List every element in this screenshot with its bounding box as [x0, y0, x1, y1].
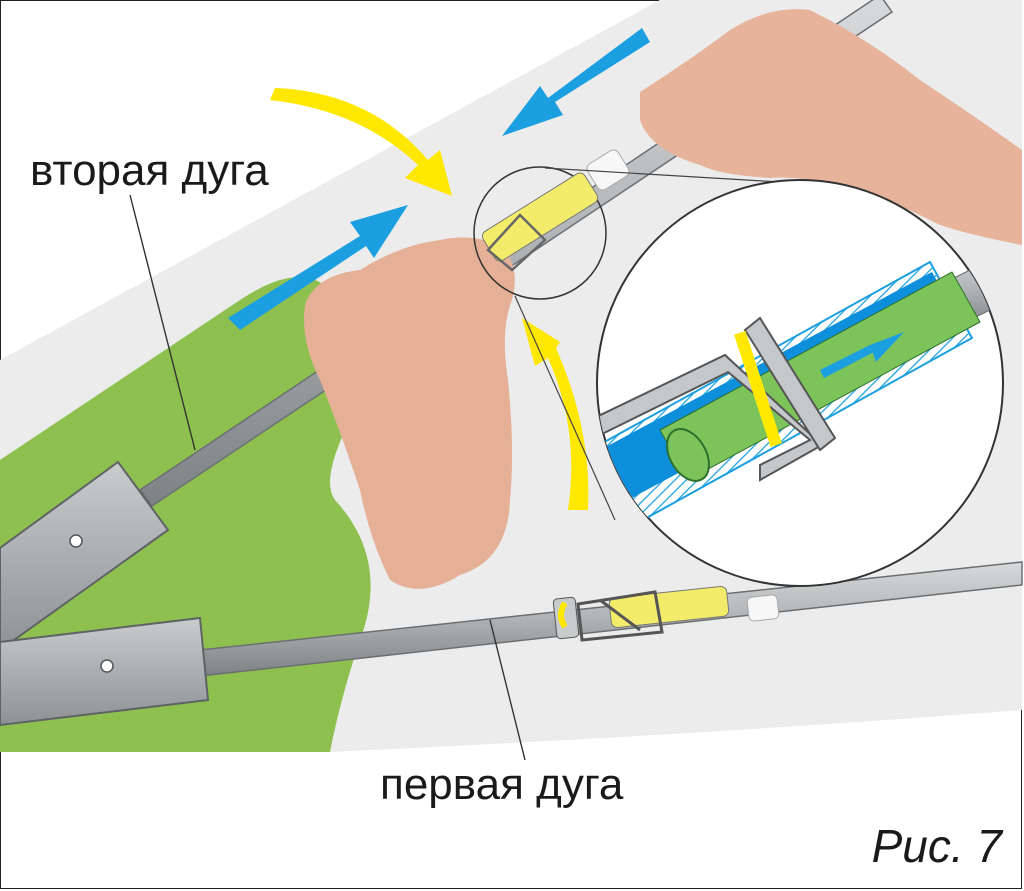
yellow-insert — [608, 586, 730, 628]
blue-arrow-icon — [228, 28, 650, 330]
first-arc-label: первая дуга — [380, 760, 624, 809]
second-arc-label: вторая дуга — [30, 146, 269, 195]
first-arc-pole — [0, 561, 1023, 727]
joint-detail-small — [481, 172, 599, 272]
figure-caption: Рис. 7 — [871, 820, 1002, 872]
hand-icon — [304, 9, 1022, 589]
magnified-detail — [596, 179, 1004, 587]
magnifier-circle-icon — [473, 166, 607, 300]
yellow-curved-arrow-icon — [270, 88, 589, 510]
clip-icon — [576, 590, 664, 642]
white-cap — [586, 149, 630, 191]
